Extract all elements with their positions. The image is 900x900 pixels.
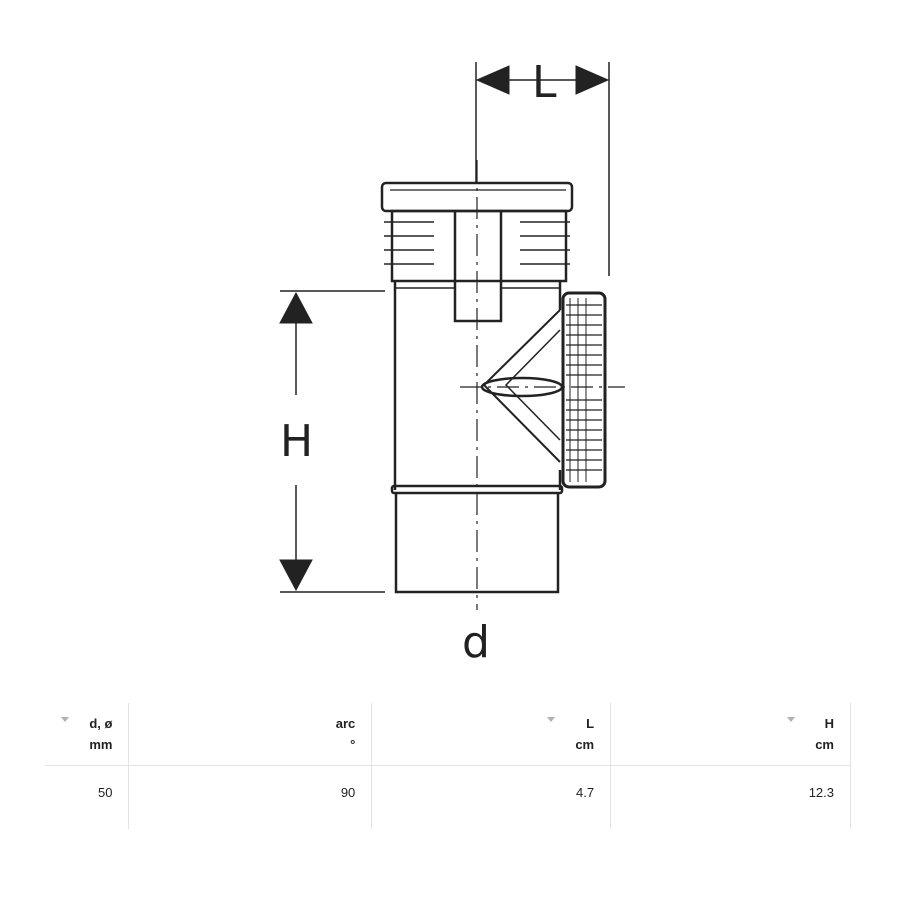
- header-name: d, ø: [89, 716, 113, 731]
- table-row: 50 90 4.7 12.3: [45, 765, 851, 829]
- dimension-table: d, ø mm arc ° L cm H cm 50 9: [45, 703, 851, 829]
- technical-drawing: L H: [279, 57, 625, 668]
- header-unit: mm: [89, 737, 113, 752]
- cap-grip-ridges: [566, 304, 602, 471]
- length-dimension: [475, 62, 610, 276]
- length-label: L: [532, 57, 557, 108]
- table-cell-height: 12.3: [610, 765, 851, 829]
- header-name: H: [824, 716, 834, 731]
- sort-down-icon[interactable]: [547, 717, 556, 722]
- table-cell-length: 4.7: [371, 765, 612, 829]
- diameter-label: d: [462, 617, 490, 668]
- header-unit: °: [350, 737, 356, 752]
- height-dimension: [279, 290, 385, 593]
- pipe-fitting: [380, 181, 607, 594]
- center-lines: [460, 160, 625, 610]
- height-label: H: [280, 416, 313, 467]
- sort-down-icon[interactable]: [787, 717, 796, 722]
- header-unit: cm: [575, 737, 595, 752]
- column-header-arc: arc °: [128, 703, 373, 766]
- table-cell-diameter: 50: [45, 765, 130, 829]
- header-name: L: [586, 716, 595, 731]
- column-header-height[interactable]: H cm: [610, 703, 851, 766]
- header-name: arc: [335, 716, 356, 731]
- column-header-length[interactable]: L cm: [371, 703, 612, 766]
- table-cell-arc: 90: [128, 765, 373, 829]
- header-unit: cm: [815, 737, 834, 752]
- sort-down-icon[interactable]: [61, 717, 70, 722]
- column-header-diameter[interactable]: d, ø mm: [45, 703, 130, 766]
